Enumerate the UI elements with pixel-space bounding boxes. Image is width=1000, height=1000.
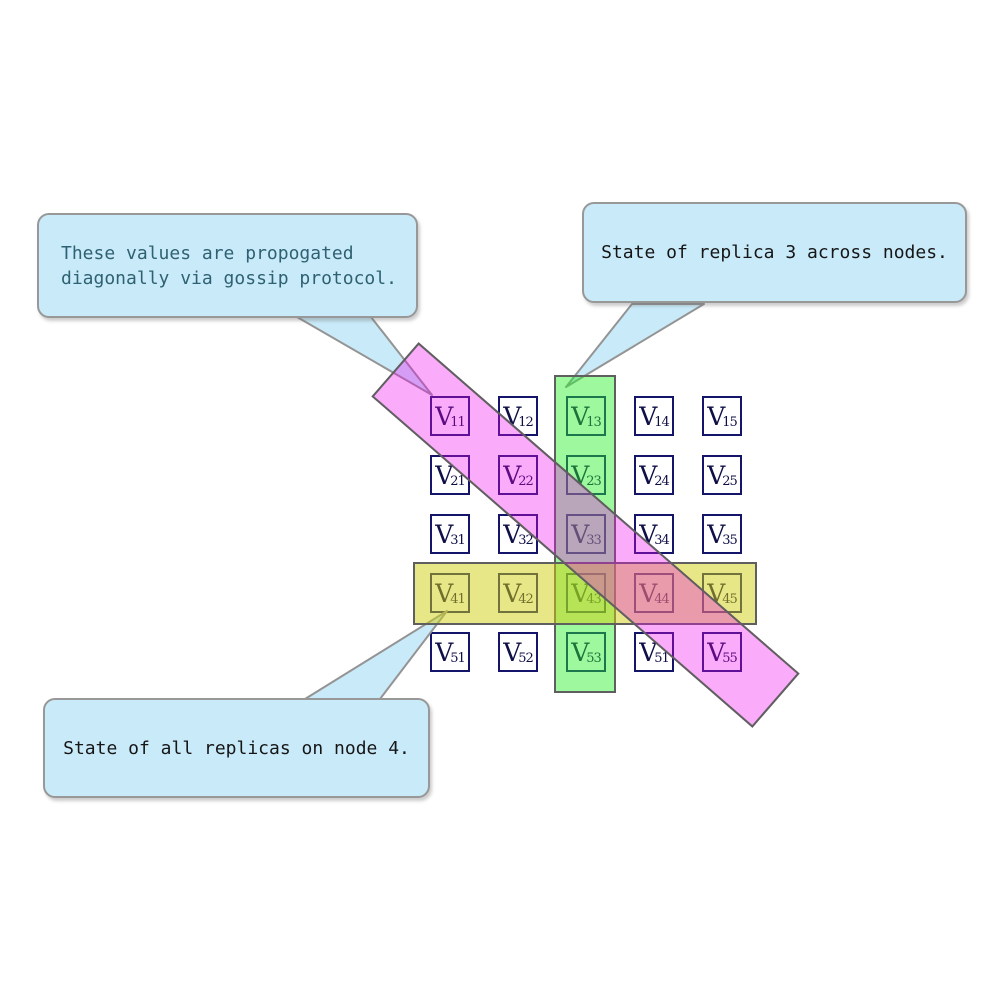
cell-subscript: 32 (518, 533, 534, 548)
cell-symbol: V (639, 519, 658, 549)
cell-symbol: V (503, 519, 522, 549)
cell-subscript: 11 (450, 415, 466, 430)
cell-subscript: 35 (722, 533, 738, 548)
cell-symbol: V (571, 460, 590, 490)
cell-symbol: V (435, 519, 454, 549)
cell-subscript: 51 (450, 651, 466, 666)
node-4-row-highlight (413, 562, 757, 625)
cell-symbol: V (435, 401, 454, 431)
cell-symbol: V (707, 401, 726, 431)
cell-symbol: V (435, 460, 454, 490)
cell-symbol: V (707, 637, 726, 667)
gossip-callout-line1: These values are propogated (61, 242, 354, 264)
cell-subscript: 24 (654, 474, 670, 489)
cell-subscript: 51 (654, 651, 670, 666)
cell-symbol: V (571, 519, 590, 549)
cell-symbol: V (707, 519, 726, 549)
cell-symbol: V (571, 401, 590, 431)
cell-subscript: 53 (586, 651, 602, 666)
cell-symbol: V (571, 637, 590, 667)
cell-subscript: 22 (518, 474, 534, 489)
gossip-callout-line2: diagonally via gossip protocol. (61, 267, 397, 289)
cell-subscript: 33 (586, 533, 602, 548)
cell-subscript: 52 (518, 651, 534, 666)
replica-callout: State of replica 3 across nodes. (582, 202, 967, 303)
cell-symbol: V (639, 637, 658, 667)
cell-subscript: 13 (586, 415, 602, 430)
cell-subscript: 25 (722, 474, 738, 489)
cell-subscript: 31 (450, 533, 466, 548)
replica-3-column-highlight (554, 375, 616, 693)
cell-subscript: 12 (518, 415, 534, 430)
cell-subscript: 21 (450, 474, 466, 489)
node-callout-line1: State of all replicas on node 4. (63, 737, 410, 759)
cell-symbol: V (503, 401, 522, 431)
cell-symbol: V (707, 460, 726, 490)
node-callout: State of all replicas on node 4. (43, 698, 430, 798)
cell-subscript: 23 (586, 474, 602, 489)
cell-subscript: 34 (654, 533, 670, 548)
cell-symbol: V (503, 460, 522, 490)
cell-symbol: V (639, 460, 658, 490)
cell-subscript: 55 (722, 651, 738, 666)
cell-subscript: 14 (654, 415, 670, 430)
replica-callout-line1: State of replica 3 across nodes. (601, 242, 948, 263)
cell-subscript: 15 (722, 415, 738, 430)
cell-symbol: V (503, 637, 522, 667)
cell-symbol: V (639, 401, 658, 431)
gossip-callout: These values are propogated diagonally v… (37, 213, 418, 318)
